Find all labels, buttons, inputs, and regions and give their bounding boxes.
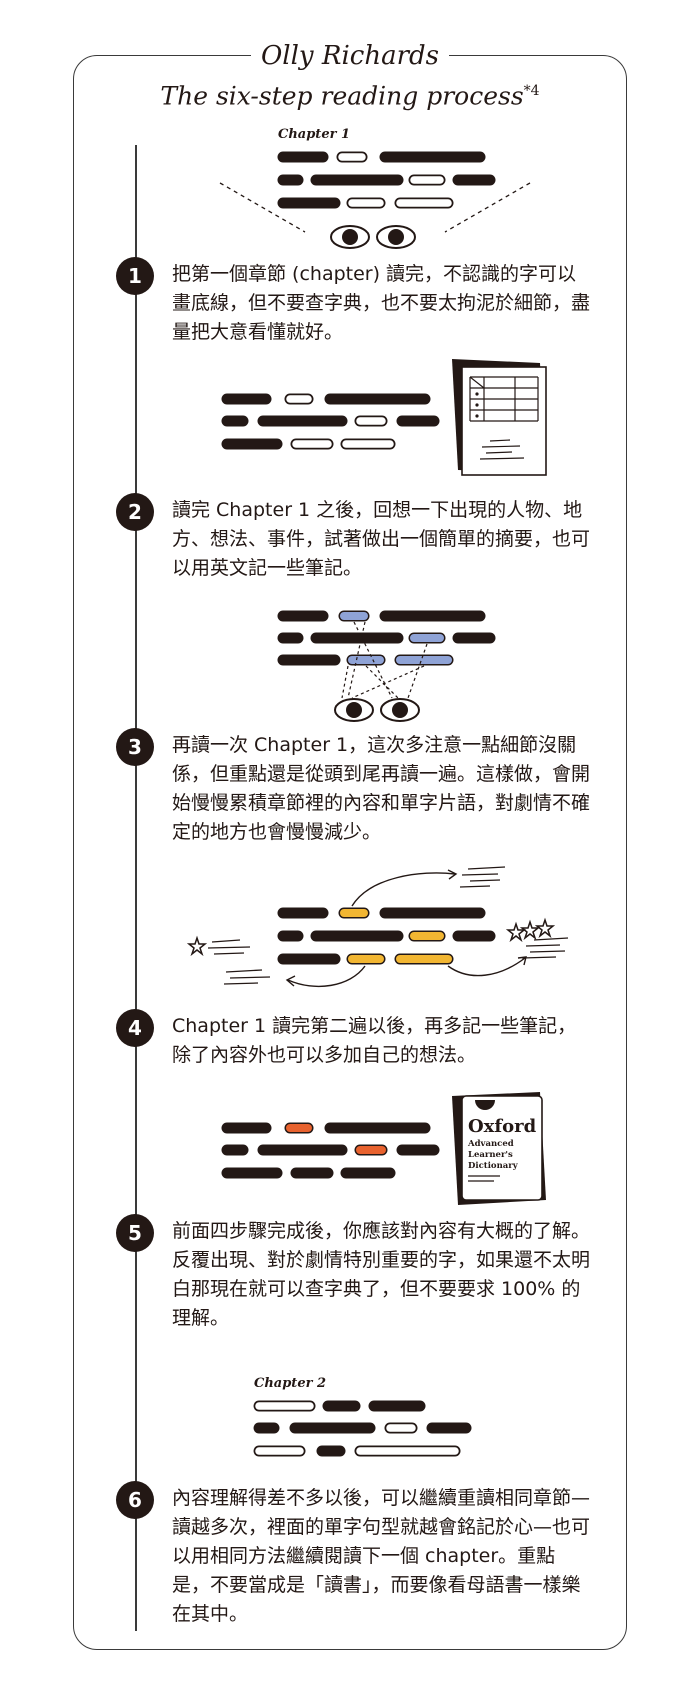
footnote-mark: *4 bbox=[523, 83, 540, 99]
step-4-number: 4 bbox=[116, 1009, 154, 1047]
eyes-icon bbox=[330, 225, 416, 249]
dictionary-book-icon: Oxford Advanced Learner's Dictionary bbox=[452, 1092, 546, 1205]
header: Olly Richards The six-step reading proce… bbox=[0, 38, 700, 114]
illustration-read-chapter: Chapter 1 bbox=[219, 127, 531, 249]
step-2-text: 讀完 Chapter 1 之後，回想一下出現的人物、地方、想法、事件，試著做出一… bbox=[172, 499, 591, 579]
step-2-number: 2 bbox=[116, 493, 154, 531]
chapter2-label: Chapter 2 bbox=[254, 1376, 326, 1391]
gaze-line bbox=[219, 182, 306, 233]
notes-sheet-icon bbox=[452, 359, 547, 476]
dictionary-line3: Dictionary bbox=[468, 1161, 519, 1171]
subtitle-text: The six-step reading process bbox=[160, 81, 524, 111]
focus-lines bbox=[341, 621, 428, 699]
illustration-reread bbox=[277, 610, 496, 722]
step-5-number: 5 bbox=[116, 1214, 154, 1252]
step-3-number: 3 bbox=[116, 728, 154, 766]
process-subtitle: The six-step reading process*4 bbox=[150, 74, 550, 114]
arrows bbox=[285, 869, 527, 988]
author-title: Olly Richards bbox=[250, 38, 449, 74]
step-3-text: 再讀一次 Chapter 1，這次多注意一點細節沒關係，但重點還是從頭到尾再讀一… bbox=[172, 734, 591, 843]
gaze-line bbox=[444, 182, 531, 233]
eyes-icon bbox=[334, 698, 420, 722]
step-6-text: 內容理解得差不多以後，可以繼續重讀相同章節—讀越多次，裡面的單字句型就越會銘記於… bbox=[172, 1487, 591, 1625]
star-icon bbox=[186, 917, 556, 957]
illustration-more-notes bbox=[186, 866, 569, 988]
dictionary-brand: Oxford bbox=[468, 1116, 537, 1137]
step-6-number: 6 bbox=[116, 1481, 154, 1519]
timeline-line bbox=[135, 145, 137, 1631]
note-scribble bbox=[207, 866, 569, 985]
illustration-chapter-2: Chapter 2 bbox=[253, 1376, 472, 1457]
dictionary-line1: Advanced bbox=[467, 1139, 514, 1149]
step-1-text: 把第一個章節 (chapter) 讀完，不認識的字可以畫底線，但不要查字典，也不… bbox=[172, 263, 591, 343]
step-5-text: 前面四步驟完成後，你應該對內容有大概的了解。反覆出現、對於劇情特別重要的字，如果… bbox=[172, 1220, 591, 1329]
step-1-number: 1 bbox=[116, 257, 154, 295]
illustration-take-notes bbox=[221, 359, 547, 476]
chapter1-label: Chapter 1 bbox=[278, 127, 350, 142]
step-4-text: Chapter 1 讀完第二遍以後，再多記一些筆記，除了內容外也可以多加自己的想… bbox=[172, 1015, 577, 1066]
illustration-dictionary: Oxford Advanced Learner's Dictionary bbox=[221, 1092, 546, 1205]
dictionary-line2: Learner's bbox=[468, 1150, 513, 1160]
